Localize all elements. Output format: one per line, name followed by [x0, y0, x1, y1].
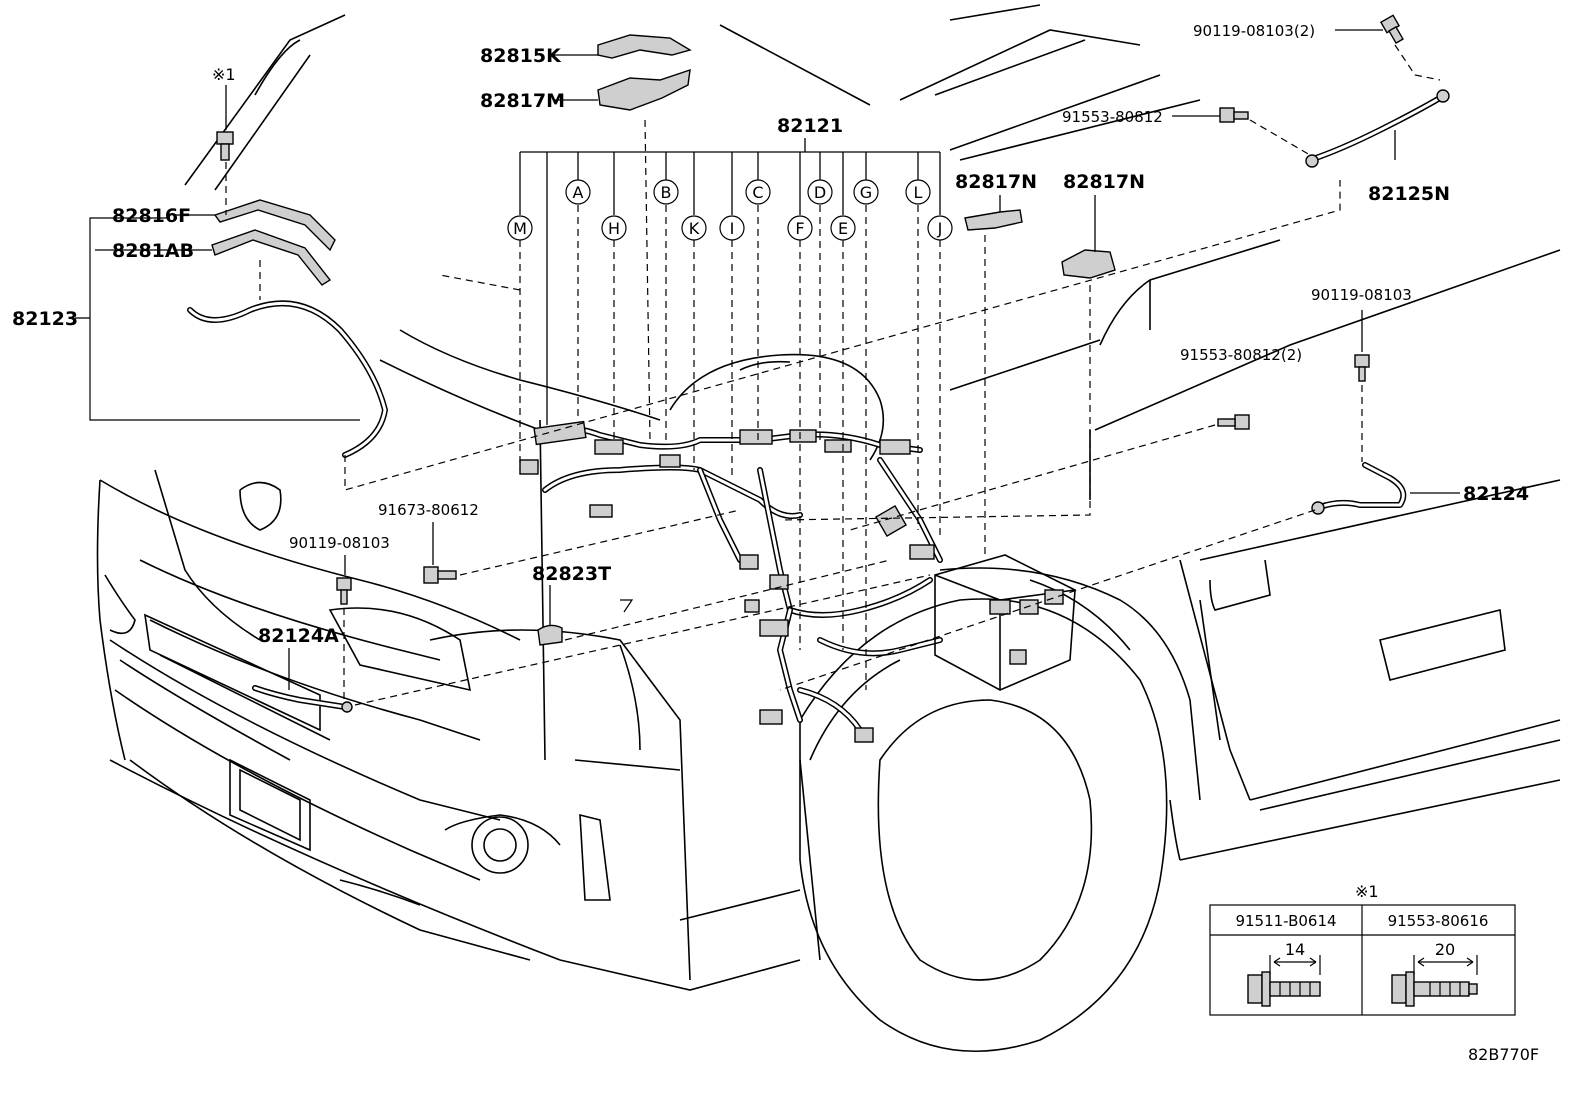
bolt-icon	[423, 566, 457, 584]
bolt-spec-table: ※1 91511-B0614 91553-80616 14 20	[1209, 882, 1516, 1016]
callout-A: A	[565, 179, 591, 205]
part-91553-80812-2-label: 91553-80812(2)	[1180, 346, 1302, 364]
svg-text:M: M	[513, 219, 527, 238]
svg-text:I: I	[730, 219, 735, 238]
callout-G: G	[853, 179, 879, 205]
callout-B: B	[653, 179, 679, 205]
flange-bolt-icon	[1247, 971, 1321, 1007]
note-mark: ※1	[212, 65, 236, 84]
part-8281AB-label: 8281AB	[112, 240, 194, 262]
part-82121-label: 82121	[777, 115, 843, 137]
svg-text:H: H	[608, 219, 620, 238]
svg-text:J: J	[937, 219, 943, 238]
part-82123-cable	[187, 300, 388, 458]
engine-room-wire-harness-82121	[519, 420, 943, 743]
part-82817N-clamp-1	[964, 209, 1023, 231]
figure-reference: 82B770F	[1468, 1045, 1539, 1064]
bolt-icon	[216, 131, 234, 161]
svg-text:D: D	[814, 183, 826, 202]
part-82816F-label: 82816F	[112, 205, 191, 227]
bolt-icon	[1354, 354, 1370, 382]
bolt-icon	[1379, 14, 1404, 45]
part-82817N-label-1: 82817N	[955, 171, 1037, 193]
bolt-icon	[1217, 414, 1250, 430]
part-91553-80812-label: 91553-80812	[1062, 108, 1163, 126]
vehicle-body-outline	[96, 4, 1561, 1053]
part-82123-label: 82123	[12, 308, 78, 330]
bolt-icon	[336, 577, 352, 605]
part-82817N-clamp-2	[1061, 249, 1116, 279]
svg-text:A: A	[573, 183, 584, 202]
bolt-icon	[1219, 107, 1249, 123]
svg-text:E: E	[838, 219, 848, 238]
bolt-table-col2-part: 91553-80616	[1388, 912, 1489, 930]
bolt-table-col1-part: 91511-B0614	[1235, 912, 1336, 930]
callout-lines	[519, 138, 941, 690]
part-82817M-label: 82817M	[480, 90, 565, 112]
callout-C: C	[745, 179, 771, 205]
part-90119-08103-right-label: 90119-08103	[1311, 286, 1412, 304]
callout-E: E	[830, 215, 856, 241]
part-82125N-cable	[1305, 89, 1450, 168]
part-90119-08103-2-label: 90119-08103(2)	[1193, 22, 1315, 40]
svg-text:B: B	[661, 183, 672, 202]
part-82125N-label: 82125N	[1368, 183, 1450, 205]
part-82124A-label: 82124A	[258, 625, 339, 647]
flange-bolt-icon	[1391, 971, 1478, 1007]
battery	[934, 554, 1076, 691]
part-82817N-label-2: 82817N	[1063, 171, 1145, 193]
part-91673-80612-label: 91673-80612	[378, 501, 479, 519]
svg-text:K: K	[689, 219, 700, 238]
part-82124-cable	[1311, 462, 1407, 515]
callout-M: M	[507, 215, 533, 241]
part-82815K-cover	[597, 34, 692, 59]
svg-text:C: C	[752, 183, 763, 202]
part-82815K-label: 82815K	[480, 45, 562, 67]
svg-text:L: L	[914, 183, 923, 202]
callout-F: F	[787, 215, 813, 241]
bolt-length-20: 20	[1435, 940, 1455, 959]
callout-H: H	[601, 215, 627, 241]
callout-J: J	[927, 215, 953, 241]
part-82817M-cover	[597, 68, 691, 111]
part-90119-08103-left-label: 90119-08103	[289, 534, 390, 552]
part-82823T-label: 82823T	[532, 563, 611, 585]
callout-K: K	[681, 215, 707, 241]
bolt-length-14: 14	[1285, 940, 1305, 959]
part-82124A-cable	[252, 685, 353, 713]
svg-text:G: G	[860, 183, 872, 202]
callout-I: I	[719, 215, 745, 241]
bolt-table-note: ※1	[1355, 882, 1379, 901]
callout-L: L	[905, 179, 931, 205]
part-82124-label: 82124	[1463, 483, 1529, 505]
part-82823T-clip	[537, 624, 563, 646]
callout-D: D	[807, 179, 833, 205]
part-8281AB-protector	[211, 229, 332, 286]
svg-text:F: F	[795, 219, 804, 238]
part-82816F-protector	[213, 199, 336, 252]
